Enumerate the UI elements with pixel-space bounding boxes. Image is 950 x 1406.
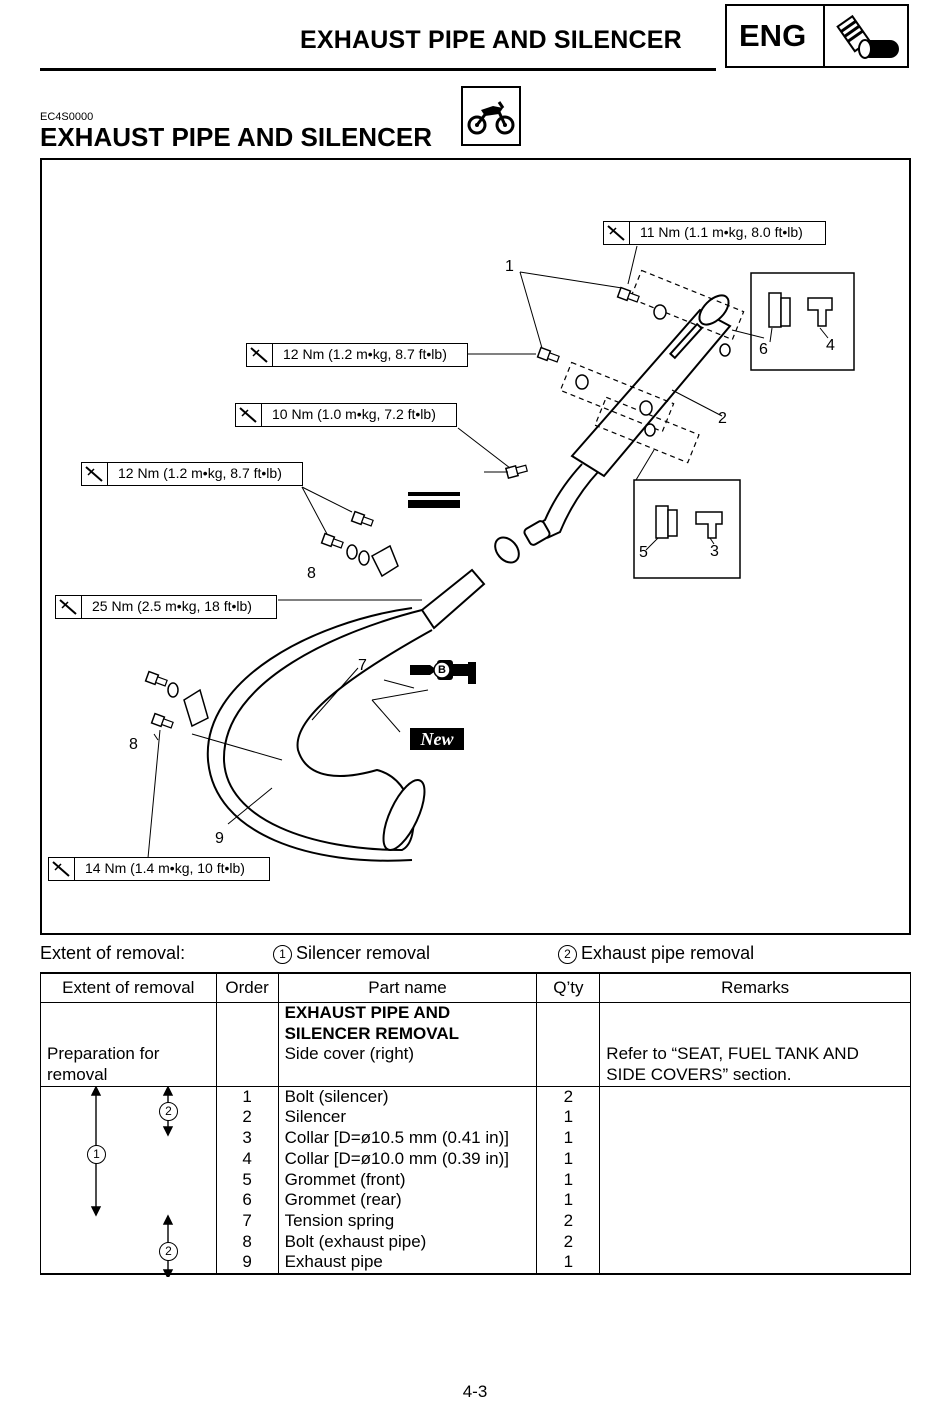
header-rule [40, 68, 716, 71]
callout-3: 3 [710, 543, 719, 560]
torque-spec-silencer-bolt: 11 Nm (1.1 m•kg, 8.0 ft•lb) [603, 221, 826, 245]
callout-5: 5 [639, 544, 648, 561]
torque-wrench-icon [604, 222, 630, 244]
torque-spec-exhaust-flange: 25 Nm (2.5 m•kg, 18 ft•lb) [55, 595, 277, 619]
torque-wrench-icon [56, 596, 82, 618]
torque-spec-silencer-mount: 12 Nm (1.2 m•kg, 8.7 ft•lb) [246, 343, 468, 367]
marker-exhaust-pipe-bottom: 2 [159, 1241, 178, 1261]
option-1-number: 1 [273, 945, 292, 964]
callout-9: 9 [215, 830, 224, 847]
silencer-tool-icon [408, 492, 460, 508]
callout-4: 4 [826, 337, 835, 354]
callout-7: 7 [358, 657, 367, 674]
torque-spec-exhaust-lower: 14 Nm (1.4 m•kg, 10 ft•lb) [48, 857, 270, 881]
new-part-badge: New [410, 728, 464, 750]
table-row-preparation: Preparation for removal EXHAUST PIPE AND… [40, 1002, 911, 1087]
prep-part-cell: EXHAUST PIPE AND SILENCER REMOVAL Side c… [277, 1002, 538, 1087]
motorcycle-icon [467, 101, 515, 135]
section-title: EXHAUST PIPE AND SILENCER [40, 122, 432, 152]
qty-cell: 2 1 1 1 1 1 2 2 1 [536, 1086, 601, 1275]
option-1-text: Silencer removal [296, 943, 431, 963]
lubricant-b-label: B [438, 664, 446, 676]
callout-2: 2 [718, 410, 727, 427]
lubricant-applicator-icon [410, 660, 476, 684]
eng-tab: ENG [725, 4, 909, 68]
torque-value: 10 Nm (1.0 m•kg, 7.2 ft•lb) [272, 406, 436, 422]
torque-value: 25 Nm (2.5 m•kg, 18 ft•lb) [92, 598, 252, 614]
prep-extent-cell: Preparation for removal [40, 1002, 217, 1087]
callout-8-lower: 8 [129, 736, 138, 753]
order-cell: 1 2 3 4 5 6 7 8 9 [215, 1086, 279, 1275]
col-remarks: Remarks [599, 972, 911, 1003]
remarks-cell [599, 1086, 911, 1275]
motorcycle-icon-box [461, 86, 521, 146]
torque-value: 12 Nm (1.2 m•kg, 8.7 ft•lb) [283, 346, 447, 362]
grommet-group-dashed [559, 269, 745, 464]
part-name-cell: Bolt (silencer) Silencer Collar [D=ø10.5… [277, 1086, 538, 1275]
engine-piston-icon [836, 14, 899, 59]
torque-wrench-icon [82, 463, 108, 485]
col-part-name: Part name [277, 972, 538, 1003]
extent-range-arrows [90, 1086, 174, 1277]
table-row-parts: 2 1 2 1 2 3 4 5 6 7 8 9 Bolt (silencer) … [40, 1086, 911, 1277]
exhaust-pipe-drawing [206, 536, 520, 862]
section-code: EC4S0000 [40, 111, 94, 123]
callout-1: 1 [505, 258, 514, 275]
option-2-number: 2 [558, 945, 577, 964]
option-2-text: Exhaust pipe removal [581, 943, 755, 963]
torque-wrench-icon [236, 404, 262, 426]
col-qty: Q’ty [536, 972, 601, 1003]
eng-tab-label: ENG [739, 18, 807, 53]
gaskets [167, 544, 399, 728]
torque-wrench-icon [247, 344, 273, 366]
marker-silencer: 1 [87, 1144, 106, 1164]
torque-spec-clamp-bolt: 10 Nm (1.0 m•kg, 7.2 ft•lb) [235, 403, 457, 427]
col-extent: Extent of removal [40, 972, 217, 1003]
eng-tab-divider [823, 6, 825, 66]
prep-remarks-cell: Refer to “SEAT, FUEL TANK AND SIDE COVER… [599, 1002, 911, 1087]
leader-lines [147, 245, 829, 859]
extent-markers-cell: 2 1 2 [40, 1086, 217, 1277]
torque-value: 12 Nm (1.2 m•kg, 8.7 ft•lb) [118, 465, 282, 481]
marker-exhaust-pipe-top: 2 [159, 1101, 178, 1121]
removal-table: Extent of removal Order Part name Q’ty R… [40, 972, 911, 1277]
collar-detail-front [633, 479, 741, 579]
exhaust-assembly-drawing [144, 245, 855, 862]
torque-spec-pipe-bracket: 12 Nm (1.2 m•kg, 8.7 ft•lb) [81, 462, 303, 486]
callout-8-upper: 8 [307, 565, 316, 582]
torque-value: 14 Nm (1.4 m•kg, 10 ft•lb) [85, 860, 245, 876]
col-order: Order [215, 972, 279, 1003]
torque-wrench-icon [49, 858, 75, 880]
page-number: 4-3 [462, 1382, 488, 1401]
exploded-diagram: 11 Nm (1.1 m•kg, 8.0 ft•lb) 12 Nm (1.2 m… [40, 158, 911, 935]
page-header-title: EXHAUST PIPE AND SILENCER [300, 26, 682, 54]
torque-value: 11 Nm (1.1 m•kg, 8.0 ft•lb) [640, 224, 803, 240]
callout-6: 6 [759, 341, 768, 358]
extent-label: Extent of removal: [40, 943, 186, 963]
collar-detail-rear [750, 272, 855, 371]
table-header-row: Extent of removal Order Part name Q’ty R… [40, 972, 911, 1003]
